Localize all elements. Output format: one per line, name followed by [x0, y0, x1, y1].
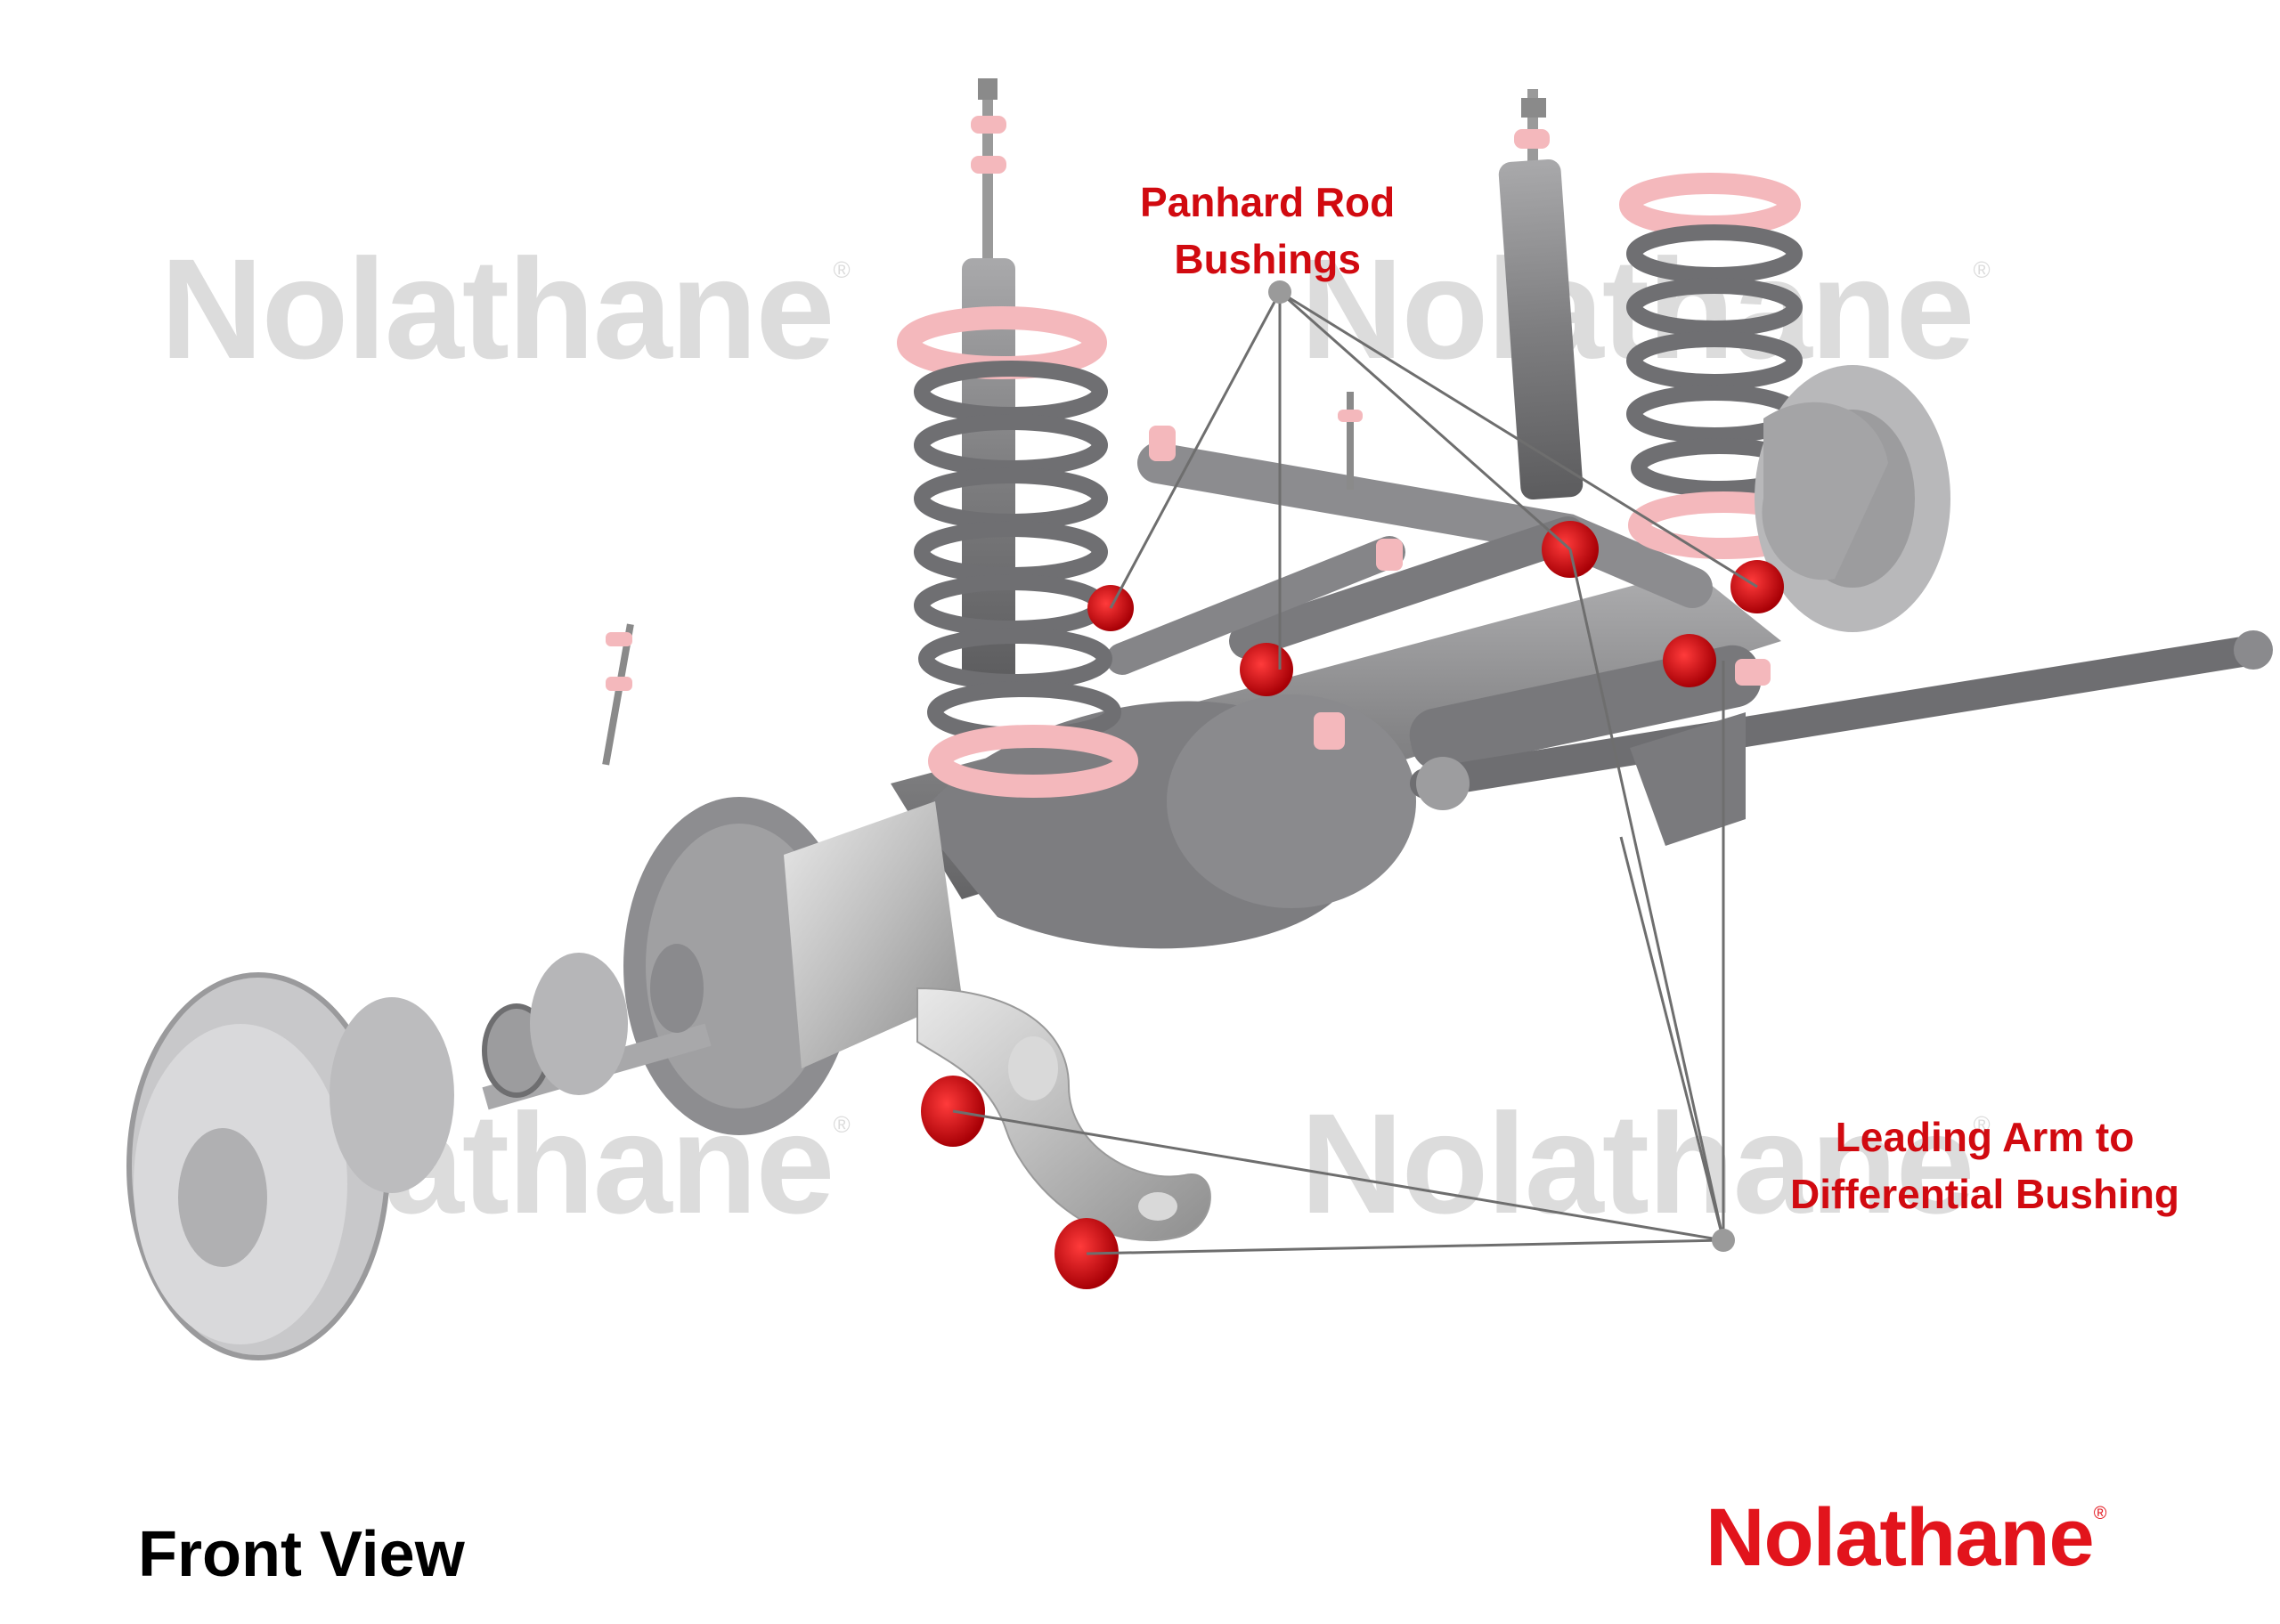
end-links [602, 392, 1363, 766]
brake-rotor [126, 972, 454, 1360]
leading-arm-callout-line1: Leading Arm to [1835, 1114, 2135, 1160]
pink-bushings [1149, 426, 1771, 750]
right-shock [1498, 89, 1584, 500]
leading-arm-leader-lines [952, 548, 1725, 1255]
leading-arm-callout-label: Leading Arm to Differential Bushing [1790, 1108, 2179, 1222]
brand-logo: Nolathane® [1706, 1492, 2106, 1583]
panhard-callout-label: Panhard Rod Bushings [1140, 174, 1395, 288]
tie-rod [1410, 630, 2273, 810]
view-label: Front View [138, 1519, 465, 1590]
left-shock [962, 78, 1015, 686]
leading-arm-callout-line2: Differential Bushing [1790, 1171, 2180, 1217]
panhard-callout-line2: Bushings [1174, 236, 1361, 282]
axle-shaft [482, 944, 712, 1110]
watermark-bottom-right: Nolathane® [1300, 1084, 1991, 1243]
leading-arm [916, 987, 1211, 1242]
mounting-bracket [1630, 712, 1746, 846]
panhard-callout-line1: Panhard Rod [1140, 179, 1396, 225]
panhard-callout-dot [1268, 280, 1291, 304]
watermark-top-left: Nolathane® [160, 229, 851, 388]
panhard-leader-lines [1109, 290, 1758, 670]
leading-arm-callout-dot [1712, 1229, 1735, 1252]
right-hub [1755, 365, 1950, 632]
